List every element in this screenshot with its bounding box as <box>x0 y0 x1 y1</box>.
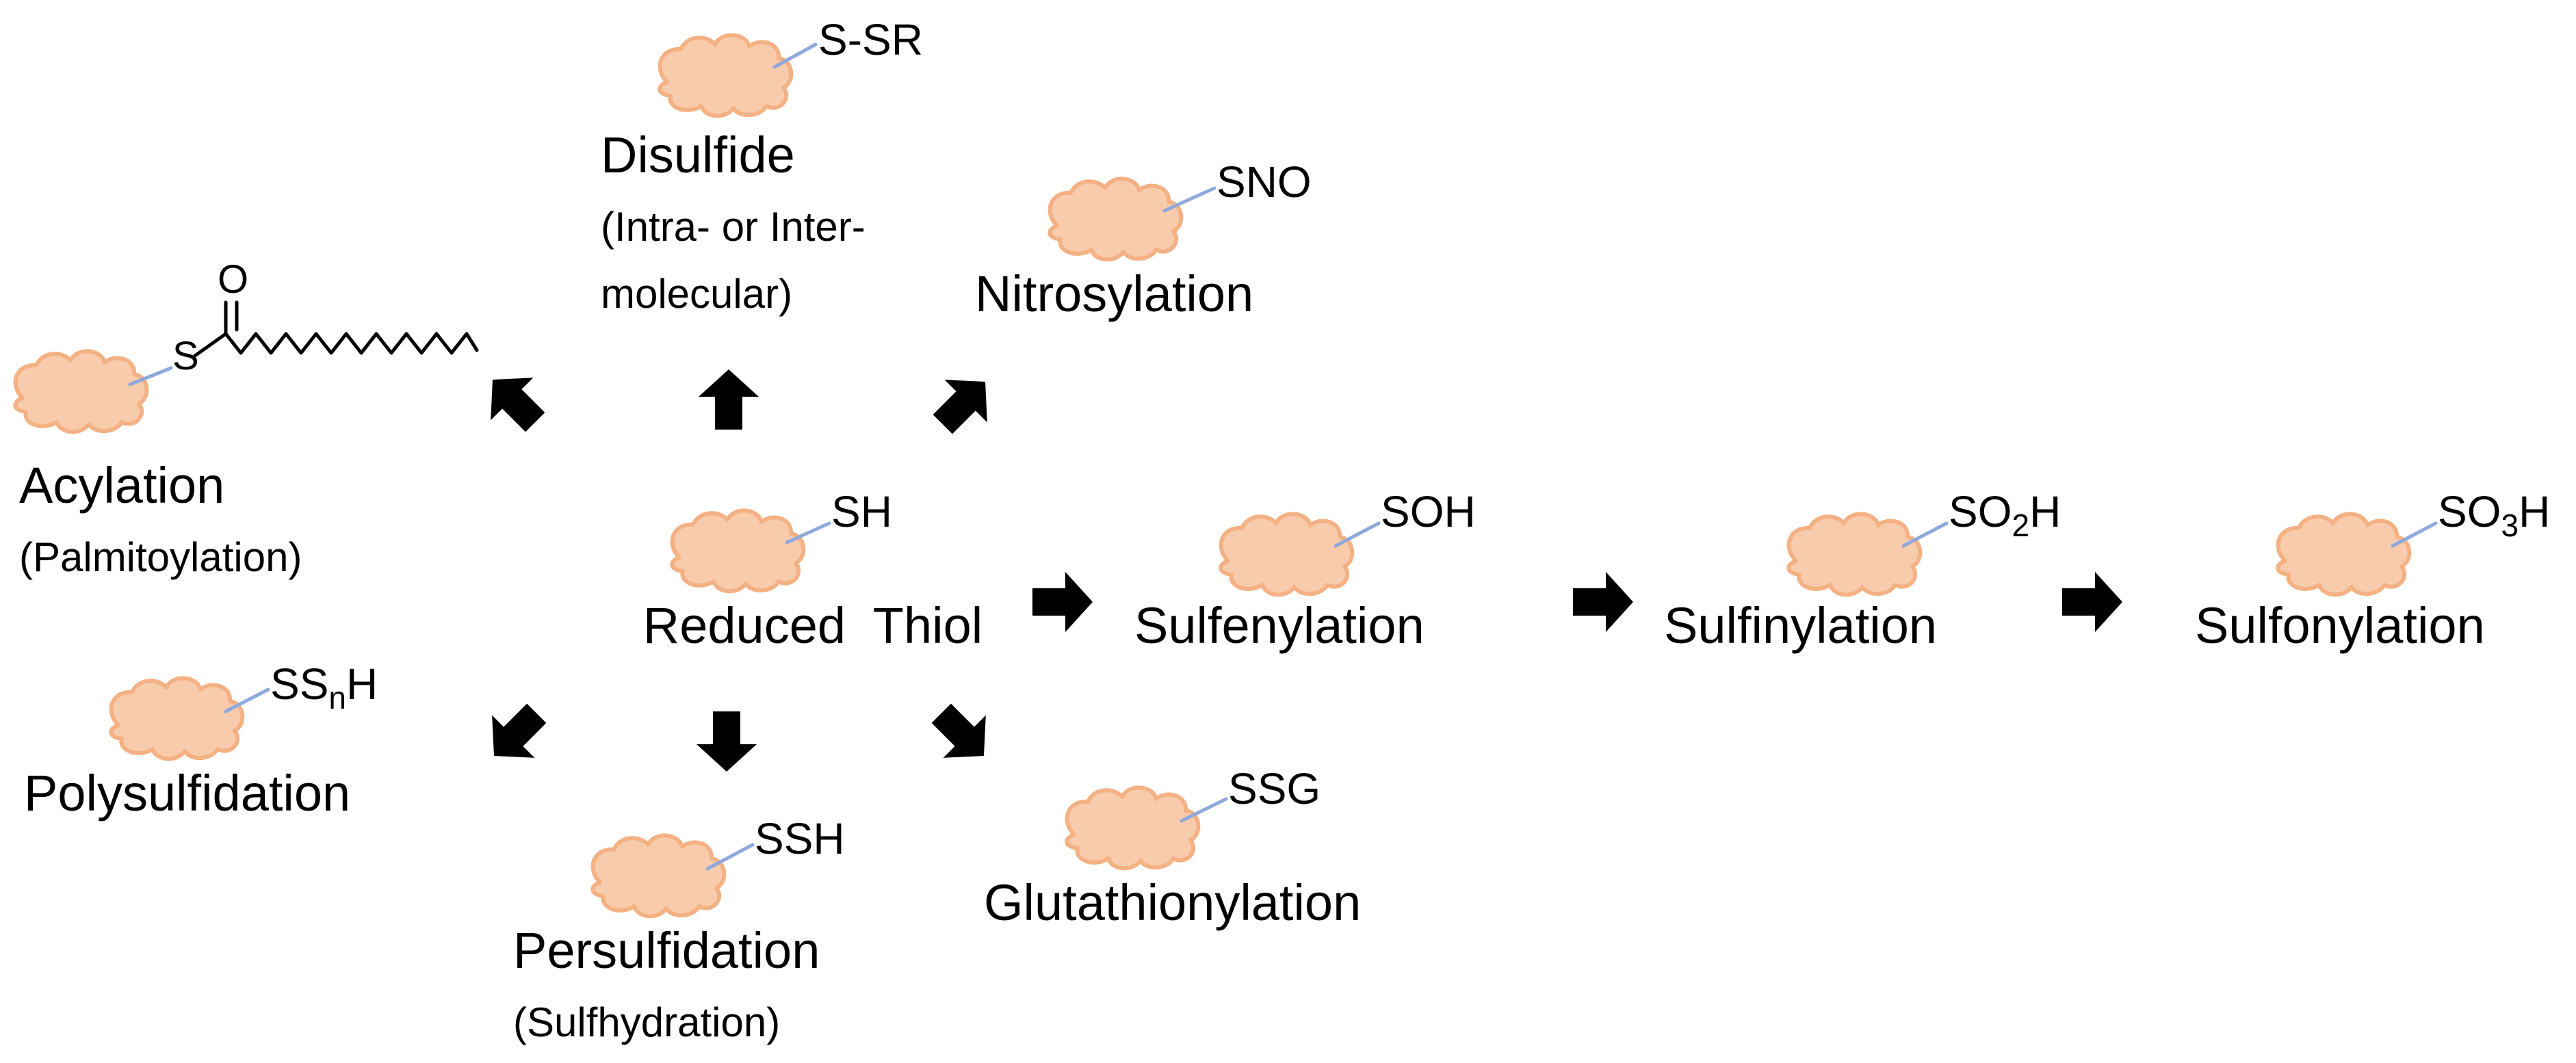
persulfidation-linker <box>705 843 755 871</box>
protein-blob-icon <box>593 835 724 916</box>
disulfide-sublabel-line1: (Intra- or Inter- <box>601 204 866 250</box>
nitrosylation-linker <box>1162 186 1217 213</box>
sulfenylation-linker <box>1333 521 1381 548</box>
sulfenylation-label: Sulfenylation <box>1134 597 1424 654</box>
protein-blob-icon <box>1788 514 1920 594</box>
polysulfidation-linker <box>224 687 270 713</box>
reduced-thiol-node: SH Reduced Thiol <box>643 487 983 654</box>
disulfide-sublabel-line2: molecular) <box>601 271 792 317</box>
disulfide-node: S-SR Disulfide (Intra- or Inter- molecul… <box>601 15 923 317</box>
palmitoyl-chain <box>224 332 479 355</box>
sulfinylation-linker <box>1901 521 1949 548</box>
acylation-label: Acylation <box>19 457 224 514</box>
protein-blob-icon <box>1221 514 1352 594</box>
protein-blob-icon <box>660 35 791 116</box>
arrow-to-polysulfidation <box>472 692 558 778</box>
acylation-sublabel: (Palmitoylation) <box>19 534 302 580</box>
polysulfidation-node: SSnH Polysulfidation <box>24 659 378 822</box>
arrow-to-acylation <box>471 358 557 444</box>
sulfinylation-group-label: SO2H <box>1949 487 2061 543</box>
persulfidation-group-label: SSH <box>755 814 845 863</box>
glutathionylation-linker <box>1180 797 1228 823</box>
thioester-bond <box>193 332 228 358</box>
polysulfidation-group-label: SSnH <box>270 659 378 716</box>
sulfonylation-linker <box>2391 521 2438 548</box>
sulfenylation-node: SOH Sulfenylation <box>1134 487 1476 654</box>
glutathionylation-label: Glutathionylation <box>984 874 1361 931</box>
reduced-thiol-label: Reduced Thiol <box>643 597 983 654</box>
acylation-node: S O Acylation (Palmitoylation) <box>15 257 479 580</box>
arrow-to-disulfide <box>699 369 759 430</box>
thiol-group-label: SH <box>831 487 892 536</box>
nitrosylation-node: SNO Nitrosylation <box>975 157 1312 322</box>
protein-blob-icon <box>1067 787 1198 868</box>
protein-blob-icon <box>111 678 242 759</box>
thiol-linker <box>785 521 831 544</box>
acylation-oxygen-atom: O <box>218 257 248 302</box>
sulfinylation-label: Sulfinylation <box>1664 597 1937 654</box>
arrow-to-glutathionylation <box>920 692 1006 778</box>
arrow-to-sulfinylation <box>1573 572 1633 632</box>
sulfinylation-node: SO2H Sulfinylation <box>1664 487 2061 654</box>
sulfonylation-label: Sulfonylation <box>2195 597 2485 654</box>
arrow-to-sulfonylation <box>2062 572 2122 632</box>
sulfenylation-group-label: SOH <box>1381 487 1476 536</box>
protein-blob-icon <box>1050 179 1181 259</box>
persulfidation-sublabel: (Sulfhydration) <box>513 999 780 1045</box>
nitrosylation-group-label: SNO <box>1217 157 1312 207</box>
protein-blob-icon <box>15 351 146 432</box>
acylation-linker <box>128 366 173 386</box>
disulfide-linker <box>772 42 818 69</box>
arrow-to-sulfenylation <box>1032 572 1093 632</box>
disulfide-group-label: S-SR <box>818 15 923 64</box>
polysulfidation-label: Polysulfidation <box>24 765 350 822</box>
protein-blob-icon <box>672 510 803 591</box>
protein-blob-icon <box>2278 514 2409 594</box>
sulfonylation-node: SO3H Sulfonylation <box>2195 487 2550 654</box>
arrow-to-nitrosylation <box>921 360 1007 446</box>
sulfonylation-group-label: SO3H <box>2438 487 2550 543</box>
glutathionylation-group-label: SSG <box>1228 764 1320 813</box>
persulfidation-node: SSH Persulfidation (Sulfhydration) <box>513 814 845 1045</box>
nitrosylation-label: Nitrosylation <box>975 265 1253 322</box>
glutathionylation-node: SSG Glutathionylation <box>984 764 1361 931</box>
disulfide-label: Disulfide <box>601 127 795 183</box>
arrow-to-persulfidation <box>697 711 757 772</box>
persulfidation-label: Persulfidation <box>513 922 820 979</box>
